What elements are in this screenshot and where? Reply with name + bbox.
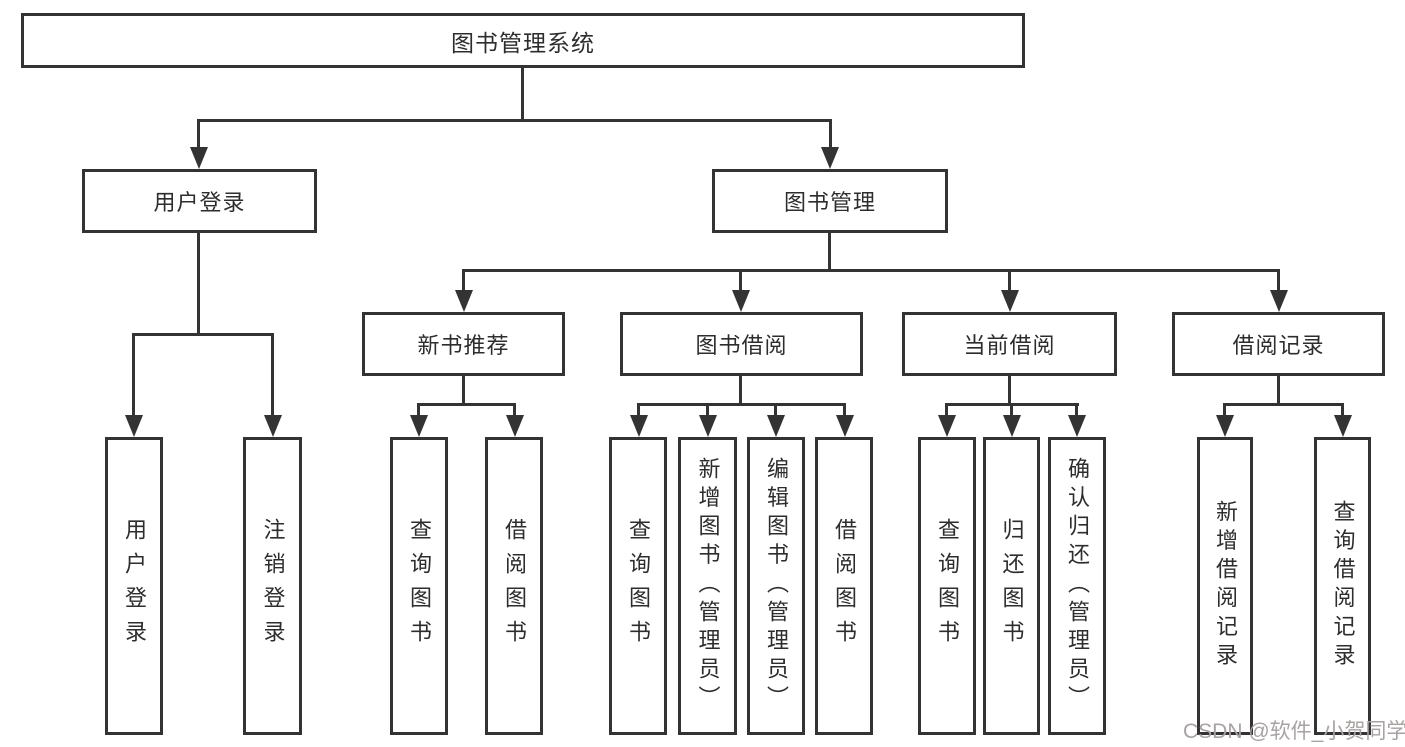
node-borrow-records: 借阅记录	[1172, 312, 1385, 376]
node-book-management: 图书管理	[712, 169, 948, 233]
node-user-login: 用户登录	[82, 169, 317, 233]
connector-line	[271, 333, 274, 415]
leaf-borrow-borrow: 借阅图书	[815, 437, 873, 735]
arrowhead	[190, 147, 208, 169]
arrowhead	[821, 147, 839, 169]
leaf-newbook-borrow: 借阅图书	[485, 437, 543, 735]
connector-line	[828, 233, 831, 271]
connector-line	[637, 403, 846, 406]
connector-line	[417, 403, 516, 406]
connector-line	[1075, 403, 1078, 417]
connector-line	[462, 269, 465, 291]
connector-line	[843, 403, 846, 417]
connector-line	[462, 376, 465, 405]
connector-line	[197, 119, 832, 122]
arrowhead	[836, 415, 854, 437]
connector-line	[521, 68, 524, 121]
connector-line	[829, 119, 832, 148]
connector-line	[739, 376, 742, 405]
connector-line	[774, 403, 777, 417]
connector-line	[1277, 376, 1280, 405]
node-book-borrow: 图书借阅	[620, 312, 863, 376]
arrowhead	[767, 415, 785, 437]
connector-line	[132, 333, 274, 336]
connector-line	[132, 333, 135, 415]
connector-line	[1277, 269, 1280, 291]
leaf-current-query: 查询图书	[918, 437, 976, 735]
leaf-user-login: 用户登录	[105, 437, 163, 735]
leaf-borrow-edit-admin: 编辑图书（管理员）	[747, 437, 805, 735]
arrowhead	[1003, 415, 1021, 437]
connector-line	[1223, 403, 1343, 406]
leaf-borrow-add-admin: 新增图书（管理员）	[678, 437, 737, 735]
connector-line	[462, 269, 1280, 272]
connector-line	[417, 403, 420, 417]
leaf-borrow-query: 查询图书	[609, 437, 667, 735]
leaf-newbook-query: 查询图书	[390, 437, 448, 735]
arrowhead	[1334, 415, 1352, 437]
arrowhead	[630, 415, 648, 437]
connector-line	[197, 233, 200, 336]
arrowhead	[1216, 415, 1234, 437]
node-root: 图书管理系统	[21, 13, 1025, 68]
connector-line	[637, 403, 640, 417]
arrowhead	[1068, 415, 1086, 437]
arrowhead	[732, 290, 750, 312]
leaf-record-add: 新增借阅记录	[1197, 437, 1253, 735]
leaf-current-return: 归还图书	[983, 437, 1040, 735]
arrowhead	[506, 415, 524, 437]
connector-line	[1341, 403, 1344, 417]
node-new-book-recommend: 新书推荐	[362, 312, 565, 376]
arrowhead	[1001, 290, 1019, 312]
arrowhead	[938, 415, 956, 437]
arrowhead	[125, 415, 143, 437]
connector-line	[1008, 376, 1011, 405]
arrowhead	[410, 415, 428, 437]
leaf-logout: 注销登录	[243, 437, 302, 735]
leaf-record-query: 查询借阅记录	[1314, 437, 1371, 735]
leaf-current-confirm-admin: 确认归还（管理员）	[1048, 437, 1106, 735]
connector-line	[1223, 403, 1226, 417]
arrowhead	[1270, 290, 1288, 312]
csdn-watermark: CSDN @软件_小贺同学	[1183, 720, 1405, 743]
connector-line	[1010, 403, 1013, 417]
arrowhead	[699, 415, 717, 437]
connector-line	[1008, 269, 1011, 291]
connector-line	[513, 403, 516, 417]
node-current-borrow: 当前借阅	[902, 312, 1117, 376]
connector-line	[197, 119, 200, 148]
arrowhead	[264, 415, 282, 437]
connector-line	[739, 269, 742, 291]
arrowhead	[455, 290, 473, 312]
connector-line	[706, 403, 709, 417]
connector-line	[945, 403, 948, 417]
